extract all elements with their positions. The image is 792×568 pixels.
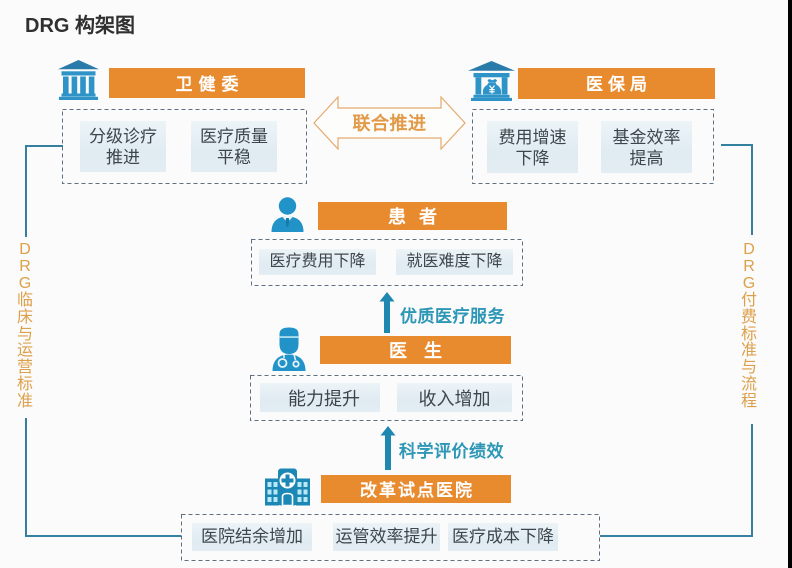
svg-text:联合推进: 联合推进 xyxy=(353,113,427,134)
